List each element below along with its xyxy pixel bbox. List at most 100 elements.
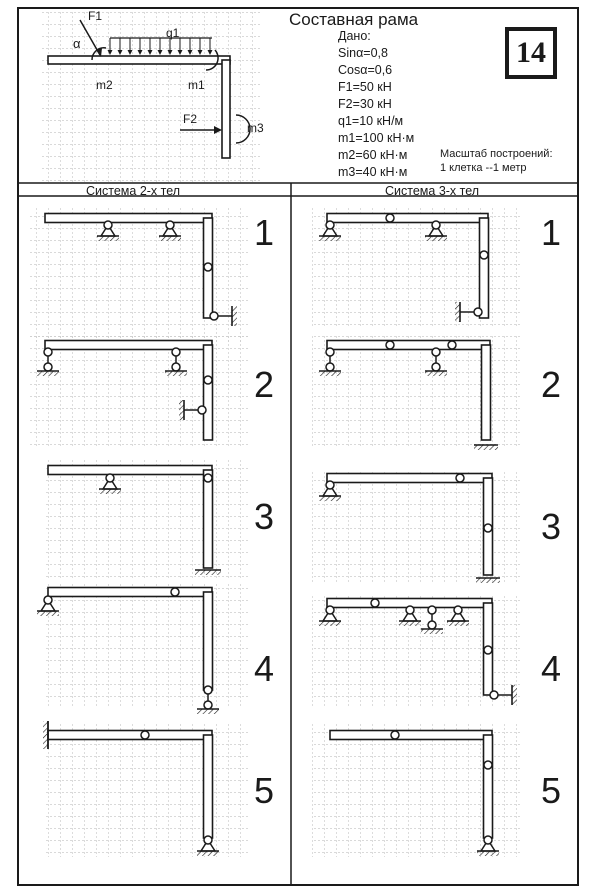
left-scheme-number-1: 1 (254, 212, 275, 253)
left-scheme-5-pin-support-ground-hatch (197, 851, 219, 856)
right-scheme-2-beam (326, 339, 491, 351)
distributed-load-arrowhead (177, 50, 183, 55)
right-scheme-2-fixed-base-hatch (474, 445, 498, 450)
left-scheme-2-roller-support-roller (43, 362, 53, 372)
right-scheme-3-pin-support-pin (325, 480, 335, 490)
left-scheme-4-roller-support-roller (203, 700, 213, 710)
right-scheme-number-5: 5 (541, 770, 562, 811)
given-cos: Cosα=0,6 (338, 63, 393, 77)
left-scheme-2-roller-support-2-pin (171, 347, 181, 357)
distributed-load-arrowhead (157, 50, 163, 55)
right-scheme-2-roller-support-2-ground-hatch (425, 371, 447, 376)
left-scheme-number-3: 3 (254, 496, 275, 537)
left-scheme-4-column (202, 591, 214, 691)
left-scheme-4-pin-support-pin (43, 595, 53, 605)
left-scheme-2-roller-support-2-roller (171, 362, 181, 372)
left-scheme-4-roller-support-pin (203, 685, 213, 695)
given-label: Дано: (338, 29, 371, 43)
left-scheme-5-grid (45, 722, 250, 857)
right-scheme-4-roller-support-roller (427, 620, 437, 630)
given-f2: F2=30 кН (338, 97, 392, 111)
left-scheme-4-beam (47, 586, 213, 598)
angle-alpha-label: α (73, 36, 81, 51)
right-scheme-2-roller-support-2-roller (431, 362, 441, 372)
left-scheme-5-clamp-hatch (43, 721, 48, 749)
right-scheme-3-hinge (455, 473, 465, 483)
right-scheme-3-hinge-2 (483, 523, 493, 533)
right-scheme-5-hinge (390, 730, 400, 740)
left-scheme-5-pin-support-pin (203, 835, 213, 845)
right-scheme-number-4: 4 (541, 648, 562, 689)
given-sin: Sinα=0,8 (338, 46, 388, 60)
right-scheme-3-beam (326, 472, 493, 484)
moment-m3-arc (235, 114, 251, 144)
left-scheme-2-roller-support-pin (43, 347, 53, 357)
left-scheme-1-side-roller-pin (209, 311, 219, 321)
right-scheme-5-column (482, 734, 494, 839)
right-scheme-1-pin-support-2-pin (431, 220, 441, 230)
left-scheme-5-column (202, 734, 214, 839)
right-scheme-1-pin-support-pin (325, 220, 335, 230)
left-scheme-number-2: 2 (254, 364, 275, 405)
left-scheme-2-hinge (203, 375, 213, 385)
left-scheme-4-hinge (170, 587, 180, 597)
left-scheme-2-roller-support-ground-hatch (37, 371, 59, 376)
scale-line-1: Масштаб построений: (440, 148, 553, 160)
right-scheme-2-hinge-2 (447, 340, 457, 350)
left-scheme-2-side-roller-pin (197, 405, 207, 415)
moment-m1-arc (205, 49, 219, 71)
load-diagram-column (221, 59, 231, 159)
distributed-load-arrowhead (127, 50, 133, 55)
right-scheme-4-pin-support-2-ground-hatch (399, 621, 421, 626)
right-column-heading: Система 3-х тел (385, 184, 480, 198)
moment-m2-label: m2 (96, 78, 113, 92)
left-scheme-2-side-roller-hatch (179, 400, 184, 420)
load-diagram-beam (47, 55, 231, 65)
right-scheme-4-roller-support-ground-hatch (421, 629, 443, 634)
left-scheme-4-roller-support-ground-hatch (197, 709, 219, 714)
right-scheme-2-hinge (385, 340, 395, 350)
right-scheme-2-roller-support-2-pin (431, 347, 441, 357)
right-scheme-1-pin-support-ground-hatch (319, 236, 341, 241)
force-f1-label: F1 (88, 9, 103, 23)
right-scheme-4-hinge-2 (483, 645, 493, 655)
right-scheme-5-pin-support-pin (483, 835, 493, 845)
right-scheme-4-roller-support-pin (427, 605, 437, 615)
right-scheme-2-roller-support-pin (325, 347, 335, 357)
distributed-load-arrowhead (197, 50, 203, 55)
right-scheme-1-pin-support-2-ground-hatch (425, 236, 447, 241)
left-scheme-1-pin-support-ground-hatch (97, 236, 119, 241)
right-scheme-2-roller-support-roller (325, 362, 335, 372)
given-q1: q1=10 кН/м (338, 114, 404, 128)
right-scheme-1-beam (326, 212, 489, 224)
distributed-load-arrowhead (207, 50, 213, 55)
given-m2: m2=60 кН·м (338, 148, 408, 162)
moment-m2-arc (91, 47, 107, 61)
given-m3: m3=40 кН·м (338, 165, 408, 179)
right-scheme-1-hinge (385, 213, 395, 223)
right-scheme-4-pin-support-3-ground-hatch (447, 621, 469, 626)
variant-badge: 14 (505, 27, 557, 79)
left-scheme-4-pin-support-ground-hatch (37, 611, 59, 616)
left-scheme-1-hinge (203, 262, 213, 272)
left-scheme-3-fixed-base-hatch (195, 570, 221, 575)
left-scheme-1-grid (28, 208, 250, 343)
left-scheme-1-side-roller-hatch (232, 306, 237, 326)
left-column-heading: Система 2-х тел (86, 184, 181, 198)
left-scheme-5-beam (47, 729, 213, 741)
left-scheme-3-column (202, 469, 214, 569)
distributed-load-arrowhead (147, 50, 153, 55)
given-m1: m1=100 кН·м (338, 131, 415, 145)
right-scheme-5-hinge-2 (483, 760, 493, 770)
left-scheme-3-hinge (203, 473, 213, 483)
left-scheme-2-beam (44, 339, 213, 351)
sheet-border (17, 7, 579, 886)
load-q1-label: q1 (166, 26, 180, 40)
left-scheme-3-pin-support-ground-hatch (99, 489, 121, 494)
left-scheme-3-pin-support-pin (105, 473, 115, 483)
right-scheme-4-pin-support-pin (325, 605, 335, 615)
left-scheme-1-pin-support-2-ground-hatch (159, 236, 181, 241)
right-scheme-5-beam (329, 729, 493, 741)
distributed-load-arrowhead (167, 50, 173, 55)
right-scheme-1-grid (312, 208, 522, 328)
